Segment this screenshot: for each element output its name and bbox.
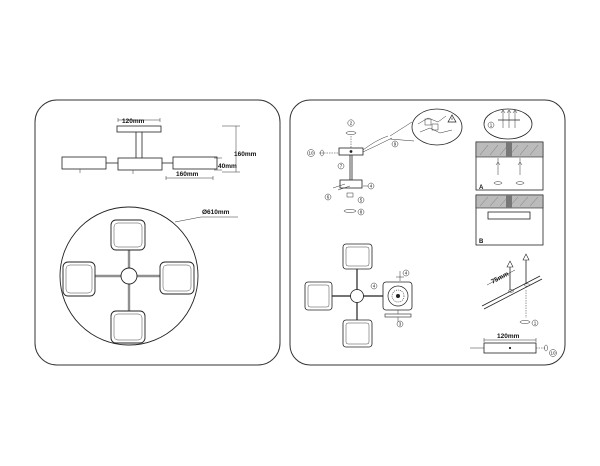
svg-text:5: 5: [360, 198, 363, 203]
dim-arm-length: 160mm: [176, 171, 199, 178]
wiring-detail-callout: [389, 108, 463, 146]
svg-text:10: 10: [551, 351, 557, 356]
fixing-detail: 1: [483, 108, 533, 140]
svg-text:6: 6: [327, 195, 330, 200]
shade-left: [61, 156, 107, 170]
dim-canopy-width: 120mm: [122, 118, 145, 125]
dim-total-height: 160mm: [234, 151, 257, 158]
svg-text:10: 10: [309, 151, 315, 156]
svg-text:8: 8: [360, 210, 363, 215]
lamp-top-view: Ø610mm: [59, 206, 238, 346]
right-panel: 2 10 9 7 4 6: [289, 99, 566, 366]
left-panel: 120mm 160mm 160mm 40mm: [34, 99, 281, 366]
figure-b: B: [475, 194, 544, 246]
bottom-plate: 120mm 10: [470, 333, 557, 357]
shade-center: [117, 157, 163, 171]
figure-a-label: A: [479, 185, 484, 191]
svg-text:3: 3: [399, 322, 402, 327]
figure-a: A: [475, 141, 544, 191]
svg-text:7: 7: [340, 164, 343, 169]
dim-diameter: Ø610mm: [202, 209, 230, 216]
dim-plate-width: 120mm: [497, 333, 520, 340]
svg-text:2: 2: [350, 121, 353, 126]
figure-b-label: B: [479, 239, 484, 245]
assembly-exploded-view: 2 10 9 7 4 6: [307, 119, 399, 216]
svg-text:1: 1: [490, 123, 493, 128]
center-hub: [120, 267, 138, 285]
svg-text:9: 9: [394, 142, 397, 147]
lamp-side-view: 120mm 160mm 160mm 40mm: [61, 118, 257, 180]
shade-right: [172, 156, 218, 170]
ceiling-canopy: [116, 125, 162, 133]
svg-text:4: 4: [373, 284, 376, 289]
dim-shade-height: 40mm: [218, 163, 237, 170]
svg-text:4: 4: [405, 271, 408, 276]
svg-text:1: 1: [534, 321, 537, 326]
shade-assembly-top-view: 4 4 3: [304, 243, 413, 348]
svg-text:4: 4: [370, 184, 373, 189]
